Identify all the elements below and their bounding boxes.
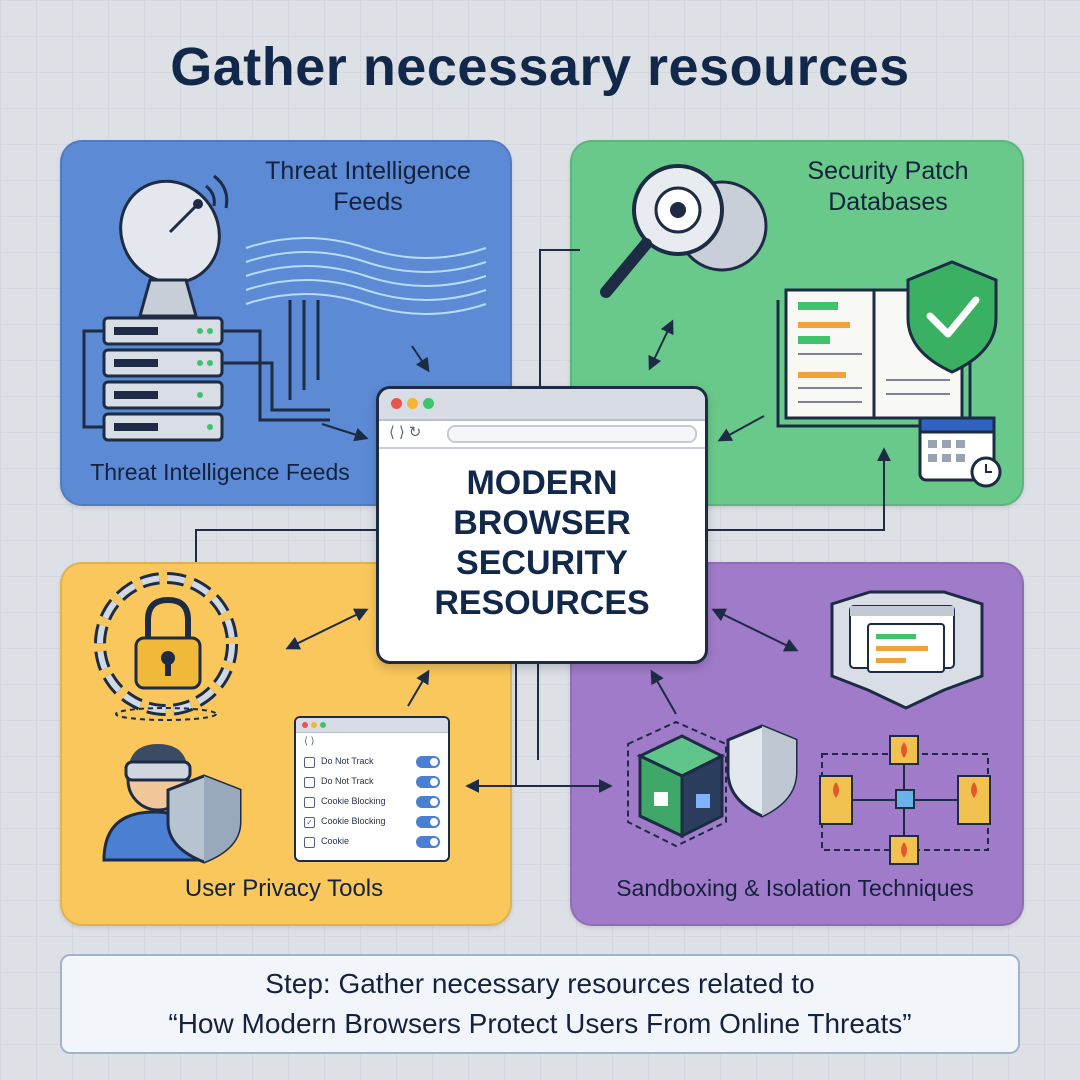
center-browser-window: ⟨⟩↻ MODERN BROWSER SECURITY RESOURCES (376, 386, 708, 664)
setting-label: Do Not Track (321, 776, 374, 786)
privacy-setting-row[interactable]: Cookie Blocking (304, 794, 444, 812)
firewall-network-icon (819, 735, 991, 865)
center-title: MODERN BROWSER SECURITY RESOURCES (379, 463, 705, 623)
security-patch-title: Security Patch Databases (807, 157, 969, 217)
magnifier-gear-icon (600, 164, 768, 298)
shield-icon (726, 724, 798, 818)
setting-toggle[interactable] (416, 756, 440, 768)
maximize-dot-icon (423, 398, 434, 409)
back-forward-reload-icon: ⟨⟩↻ (389, 424, 426, 441)
setting-label: Do Not Track (321, 756, 374, 766)
privacy-settings-window: ⟨ ⟩ Do Not Track Do Not Track Cookie Blo… (294, 716, 450, 862)
center-title-line: BROWSER (453, 504, 631, 542)
minimize-dot-icon (311, 722, 317, 728)
close-dot-icon (302, 722, 308, 728)
privacy-setting-row[interactable]: ✓ Cookie Blocking (304, 814, 444, 832)
setting-checkbox[interactable] (304, 777, 315, 788)
setting-checkbox[interactable] (304, 797, 315, 808)
sandbox-window-icon (830, 590, 984, 710)
center-title-line: MODERN (466, 464, 618, 502)
isolation-cube-icon (627, 720, 727, 848)
satellite-dish-icon (119, 174, 229, 318)
address-bar[interactable] (447, 425, 697, 443)
threat-intelligence-caption: Threat Intelligence Feeds (90, 459, 350, 485)
browser-titlebar (379, 389, 705, 421)
privacy-window-titlebar (296, 718, 448, 733)
shield-icon (166, 774, 242, 864)
privacy-setting-row[interactable]: Do Not Track (304, 754, 444, 772)
setting-toggle[interactable] (416, 776, 440, 788)
data-stream-icon (245, 237, 487, 315)
setting-toggle[interactable] (416, 836, 440, 848)
privacy-setting-row[interactable]: Cookie (304, 834, 444, 852)
calendar-icon (918, 416, 1002, 488)
setting-label: Cookie Blocking (321, 816, 386, 826)
shield-check-icon (906, 260, 998, 374)
maximize-dot-icon (320, 722, 326, 728)
browser-address-row: ⟨⟩↻ (379, 421, 705, 449)
setting-toggle[interactable] (416, 796, 440, 808)
privacy-setting-row[interactable]: Do Not Track (304, 774, 444, 792)
step-note-line-1: Step: Gather necessary resources related… (265, 968, 815, 999)
center-title-line: RESOURCES (434, 584, 650, 622)
setting-checkbox[interactable] (304, 757, 315, 768)
minimize-dot-icon (407, 398, 418, 409)
setting-label: Cookie Blocking (321, 796, 386, 806)
sandboxing-caption: Sandboxing & Isolation Techniques (616, 875, 974, 901)
setting-label: Cookie (321, 836, 350, 846)
server-rack-icon (82, 300, 330, 442)
user-privacy-caption: User Privacy Tools (184, 875, 384, 902)
threat-intelligence-title: Threat Intelligence Feeds (265, 157, 471, 217)
step-note-line-2: “How Modern Browsers Protect Users From … (168, 1008, 912, 1039)
privacy-nav-icon: ⟨ ⟩ (304, 736, 315, 747)
setting-checkbox[interactable] (304, 837, 315, 848)
center-title-line: SECURITY (456, 544, 628, 582)
close-dot-icon (391, 398, 402, 409)
setting-toggle[interactable] (416, 816, 440, 828)
setting-checkbox[interactable]: ✓ (304, 817, 315, 828)
step-note: Step: Gather necessary resources related… (60, 954, 1020, 1054)
chain-lock-icon (94, 572, 238, 721)
page-title: Gather necessary resources (170, 37, 910, 97)
